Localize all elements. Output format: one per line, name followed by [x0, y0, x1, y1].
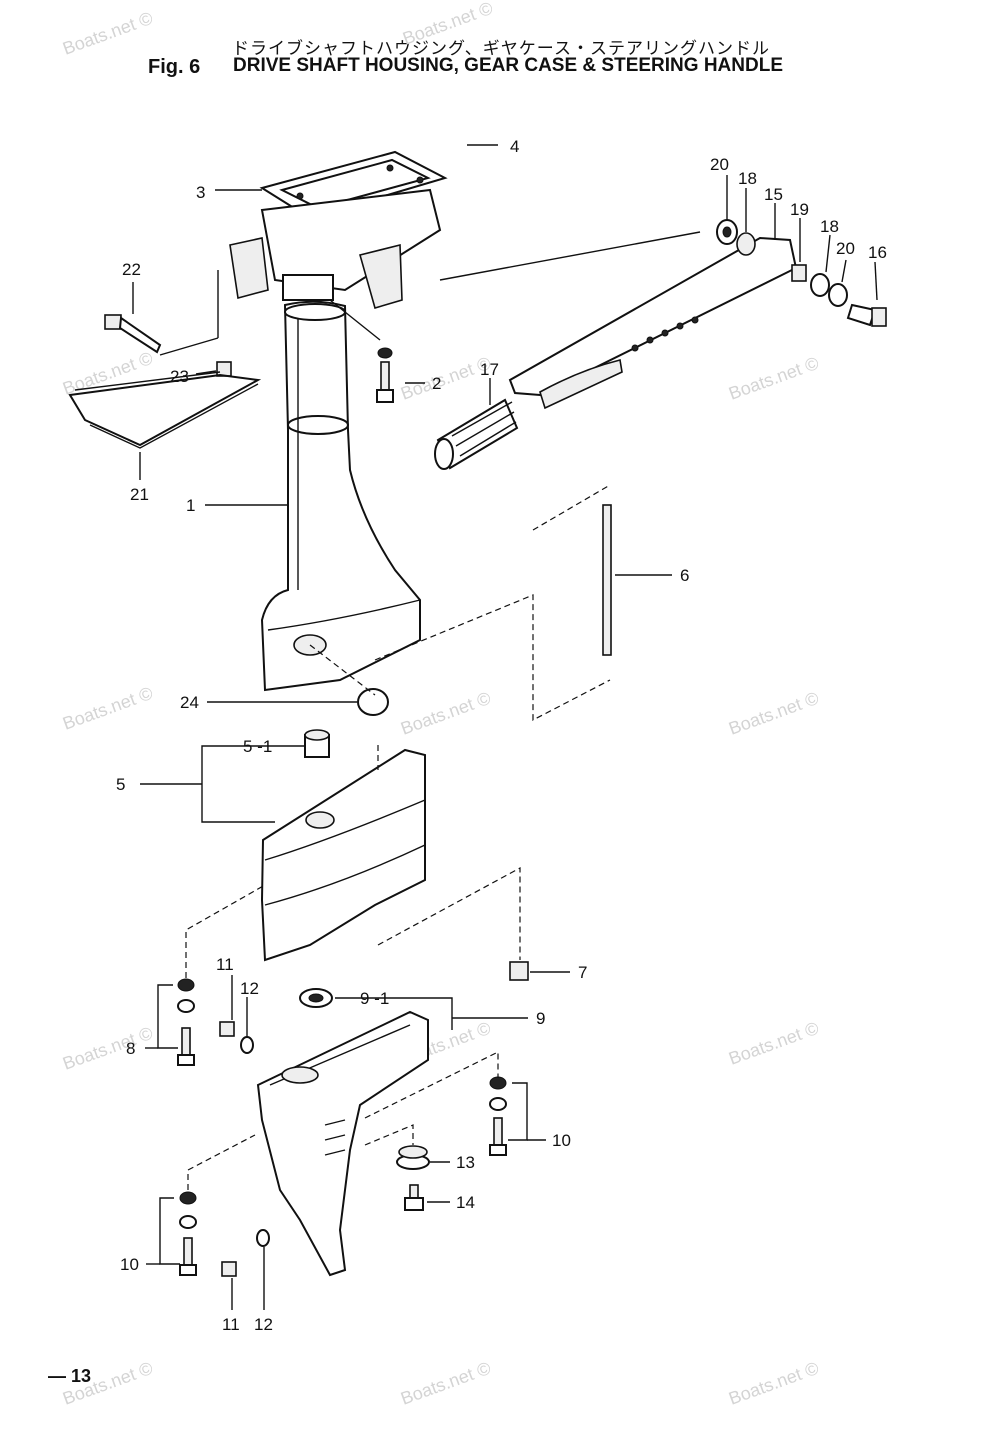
callout-5-1: 5 -1: [243, 737, 272, 756]
callout-22: 22: [122, 260, 141, 279]
callout-15: 15: [764, 185, 783, 204]
leader-lines: [132, 144, 878, 1310]
callout-18: 18: [820, 217, 839, 236]
housing-top-bracket: [229, 188, 442, 309]
callout-6: 6: [680, 566, 689, 585]
title-english: DRIVE SHAFT HOUSING, GEAR CASE & STEERIN…: [233, 55, 783, 76]
callout-14: 14: [456, 1193, 475, 1212]
callout-1: 1: [186, 496, 195, 515]
extension-case-5: [260, 748, 426, 962]
screw-2: [376, 347, 394, 403]
nut-23: [216, 361, 232, 377]
throttle-grip-part: [434, 398, 519, 470]
callout-8: 8: [126, 1039, 135, 1058]
callout-9-1: 9 -1: [360, 989, 389, 1008]
callout-19: 19: [790, 200, 809, 219]
callout-11: 11: [216, 955, 234, 974]
callout-4: 4: [510, 137, 519, 156]
bolt-set-10-right: [489, 1076, 507, 1156]
callout-9: 9: [536, 1009, 545, 1028]
stud-bolt-6: [602, 504, 612, 656]
callout-21: 21: [130, 485, 149, 504]
callout-23: 23: [170, 367, 189, 386]
figure-label: Fig. 6: [148, 56, 201, 78]
screw-14: [404, 1184, 424, 1211]
callout-24: 24: [180, 693, 199, 712]
callout-13: 13: [456, 1153, 475, 1172]
callout-12: 12: [254, 1315, 273, 1334]
oil-seal-9-1: [299, 988, 333, 1008]
title-japanese: ドライブシャフトハウジング、ギヤケース・ステアリングハンドル: [232, 39, 770, 59]
gasket-12: [256, 1229, 270, 1247]
callout-11: 11: [222, 1315, 240, 1334]
callout-12: 12: [240, 979, 259, 998]
callout-2: 2: [432, 374, 441, 393]
callout-20: 20: [710, 155, 729, 174]
page-number: — 13: [48, 1366, 92, 1386]
callout-3: 3: [196, 183, 205, 202]
bolt-22: [104, 314, 162, 354]
handle-hardware: [716, 219, 887, 327]
callout-10: 10: [552, 1131, 571, 1150]
cap-24: [357, 688, 389, 716]
callout-17: 17: [480, 360, 499, 379]
plug-11: [219, 1021, 235, 1037]
steering-bracket-part: [508, 236, 798, 410]
bolt-set-10-left: [179, 1191, 197, 1276]
gear-case-9: [256, 1010, 429, 1277]
bolt-set-8: [177, 978, 195, 1066]
bushing-5-1: [304, 729, 330, 758]
alignment-lines: [185, 484, 611, 1190]
gasket-12: [240, 1036, 254, 1054]
transom-bracket-21: [68, 373, 262, 447]
callout-7: 7: [578, 963, 587, 982]
page-number-value: 13: [71, 1366, 92, 1386]
callout-10: 10: [120, 1255, 139, 1274]
callout-labels: 4 3 20 18 15 19 18 20 16 22 23 2 17 21 1…: [116, 137, 887, 1334]
drive-shaft-housing: [260, 300, 421, 692]
callout-5: 5: [116, 775, 125, 794]
nut-7: [509, 961, 529, 981]
plug-11: [221, 1261, 237, 1277]
callout-20: 20: [836, 239, 855, 258]
anode-13: [396, 1145, 430, 1170]
callout-18: 18: [738, 169, 757, 188]
callout-16: 16: [868, 243, 887, 262]
